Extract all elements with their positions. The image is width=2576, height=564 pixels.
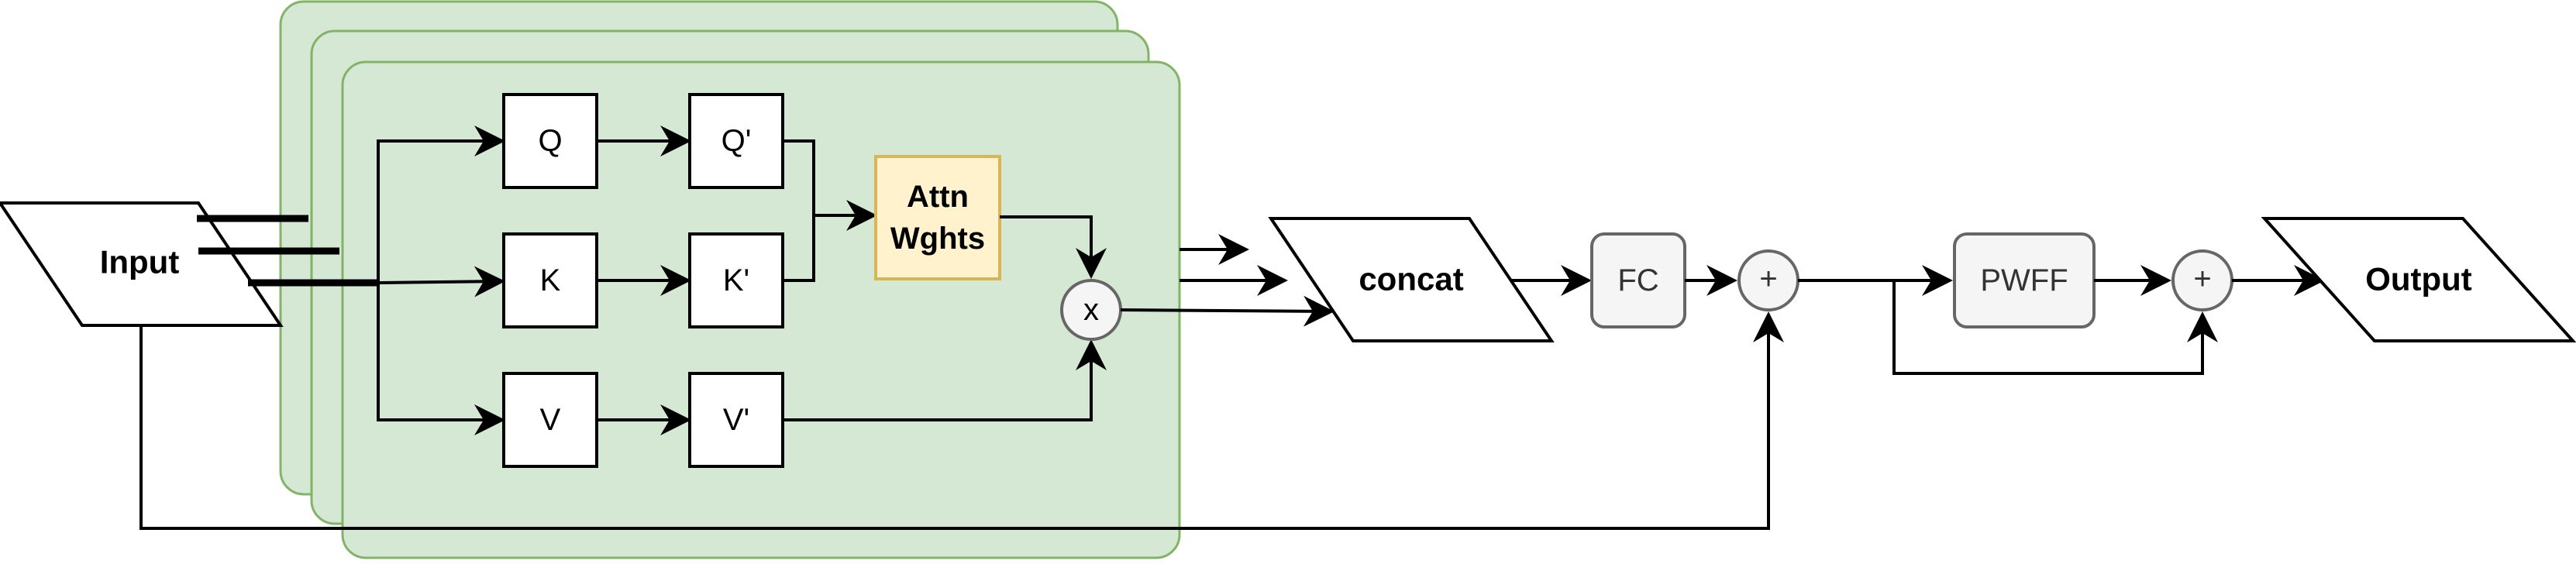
k-label: K [540, 263, 561, 297]
q-proj-box [688, 93, 784, 189]
add2-symbol: + [2193, 262, 2211, 296]
attn-weights-box [874, 155, 1001, 280]
concat-label: concat [1359, 261, 1463, 297]
attn-weights-line1: Attn [907, 180, 969, 214]
multiply-symbol: x [1083, 293, 1099, 327]
v-label: V [540, 403, 561, 437]
residual-add1-to-add2 [1892, 280, 2218, 375]
add1-symbol: + [1759, 262, 1777, 296]
edge-to-v [377, 283, 505, 435]
output-label: Output [2365, 261, 2472, 297]
pwff-label: PWFF [1980, 263, 2068, 297]
edge-to-q [377, 126, 505, 283]
k-proj-label: K' [723, 263, 749, 297]
edge-vproj-to-multiply [783, 339, 1107, 421]
k-proj-box [688, 232, 784, 328]
input-shape [0, 201, 284, 327]
edge-attn-to-multiply [1000, 215, 1107, 279]
fc-label: FC [1617, 263, 1658, 297]
v-proj-label: V' [723, 403, 749, 437]
input-label: Input [100, 244, 180, 280]
q-label: Q [538, 124, 562, 158]
residual-input-to-add1 [139, 311, 1784, 530]
head-output-3 [1120, 295, 1334, 327]
concat-shape [1268, 217, 1555, 342]
q-proj-label: Q' [721, 124, 752, 158]
edge-qproj-to-attn [783, 139, 815, 282]
output-shape [2261, 217, 2576, 342]
attn-weights-line2: Wghts [890, 222, 985, 256]
edge-to-k [377, 266, 505, 297]
